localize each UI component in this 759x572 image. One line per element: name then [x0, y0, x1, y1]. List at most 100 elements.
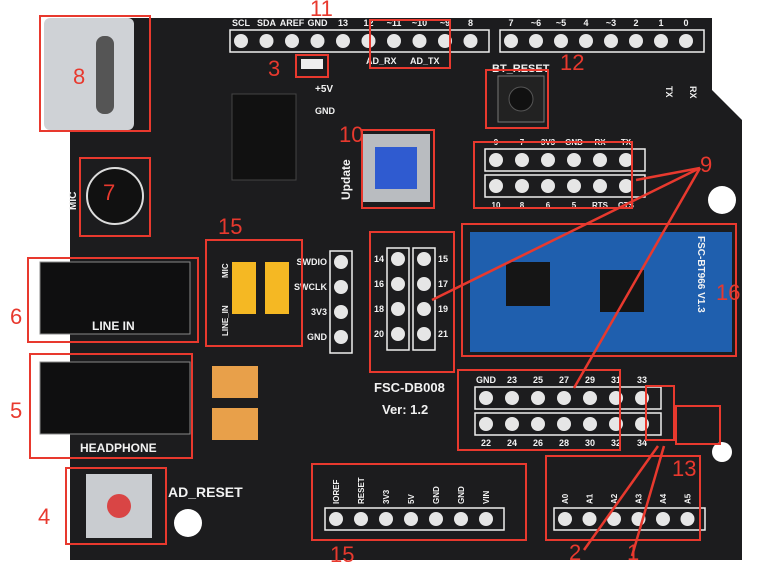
header-pin: [379, 512, 393, 526]
header-pin: [579, 34, 593, 48]
pin-label: 18: [374, 304, 384, 314]
pin-label: SCL: [232, 18, 251, 28]
update-button-cap[interactable]: [375, 147, 417, 189]
callout-number: 9: [700, 152, 712, 177]
header-pin: [656, 512, 670, 526]
callout-box: [27, 257, 199, 343]
callout-box: [369, 231, 455, 373]
header-pin: [234, 34, 248, 48]
header-pin: [558, 512, 572, 526]
pin-label: SWDIO: [297, 257, 328, 267]
bt-reset-button-cap[interactable]: [508, 86, 534, 112]
callout-box: [79, 157, 151, 237]
header-pin: [489, 153, 503, 167]
jumper-line-in-label: LINE_IN: [221, 305, 230, 336]
pin-label: ~9: [440, 18, 450, 28]
callout-number: 10: [339, 122, 363, 147]
header-pin: [531, 417, 545, 431]
pin-label: AREF: [280, 18, 305, 28]
header-pin: [531, 391, 545, 405]
line-in-jack: [39, 261, 191, 335]
mounting-hole: [174, 509, 202, 537]
mic-label: MIC: [68, 192, 79, 210]
header-pin: [607, 512, 621, 526]
header-pin: [387, 34, 401, 48]
pin-label: 8: [468, 18, 473, 28]
header-pin: [541, 153, 555, 167]
pin-label: 34: [637, 438, 647, 448]
jumper-left[interactable]: [232, 262, 256, 314]
usb-c-port: [96, 36, 114, 114]
pin-label: 12: [363, 18, 373, 28]
header-pin: [329, 512, 343, 526]
header-outline: [484, 148, 646, 172]
pin-label: 16: [374, 279, 384, 289]
header-pin: [557, 391, 571, 405]
jumper-right[interactable]: [265, 262, 289, 314]
header-pin: [604, 34, 618, 48]
pin-label: ~3: [606, 18, 616, 28]
pin-label: 4: [583, 18, 588, 28]
ad-rx-label: AD_RX: [366, 56, 397, 66]
callout-number: 4: [38, 504, 50, 529]
pin-label: 0: [683, 18, 688, 28]
tx-label: TX: [664, 86, 674, 98]
headphone-label: HEADPHONE: [80, 441, 157, 455]
pin-label: 33: [637, 375, 647, 385]
header-pin: [391, 277, 405, 291]
pin-label: RTS: [592, 201, 609, 210]
callout-number: 3: [268, 56, 280, 81]
capacitor: [212, 408, 258, 440]
pin-label: 6: [546, 201, 551, 210]
header-pin: [354, 512, 368, 526]
callout-number: 5: [10, 398, 22, 423]
header-pin: [583, 417, 597, 431]
board-name: FSC-DB008: [374, 380, 445, 395]
header-pin: [479, 512, 493, 526]
header-pin: [489, 179, 503, 193]
ad-reset-button-cap[interactable]: [107, 494, 131, 518]
header-pin: [505, 417, 519, 431]
pin-label: 5V: [407, 494, 416, 504]
pin-label: 23: [507, 375, 517, 385]
pin-label: 14: [374, 254, 384, 264]
header-outline: [324, 507, 505, 531]
callout-number: 11: [310, 0, 333, 21]
pin-label: 3V3: [311, 307, 327, 317]
pin-label: ~6: [531, 18, 541, 28]
pin-label: 13: [338, 18, 348, 28]
header-pin: [463, 34, 478, 48]
header-outline: [553, 507, 706, 531]
pin-label: 22: [481, 438, 491, 448]
ad-tx-label: AD_TX: [410, 56, 440, 66]
update-label: Update: [339, 159, 353, 200]
header-pin: [582, 512, 597, 526]
pin-label: ~5: [556, 18, 566, 28]
pin-label: A4: [659, 493, 668, 504]
header-pin: [259, 34, 274, 48]
pin-label: ~11: [387, 18, 402, 28]
gnd-label: GND: [315, 106, 336, 116]
header-pin: [619, 179, 633, 193]
header-pin: [334, 305, 348, 319]
callout-box: [295, 54, 329, 78]
callout-box: [369, 19, 451, 69]
callout-box: [645, 385, 675, 441]
header-pin: [567, 179, 581, 193]
header-pin: [567, 153, 581, 167]
pin-label: GND: [476, 375, 497, 385]
header-pin: [417, 277, 431, 291]
header-pin: [557, 417, 571, 431]
callout-box: [473, 141, 633, 209]
pin-label: A3: [635, 493, 644, 504]
pin-label: IOREF: [332, 479, 341, 504]
callout-number: 8: [73, 64, 85, 89]
header-pin: [679, 34, 693, 48]
header-pin: [438, 34, 452, 48]
callout-number: 7: [103, 180, 115, 205]
pin-label: RESET: [357, 477, 366, 504]
header-pin: [454, 512, 468, 526]
